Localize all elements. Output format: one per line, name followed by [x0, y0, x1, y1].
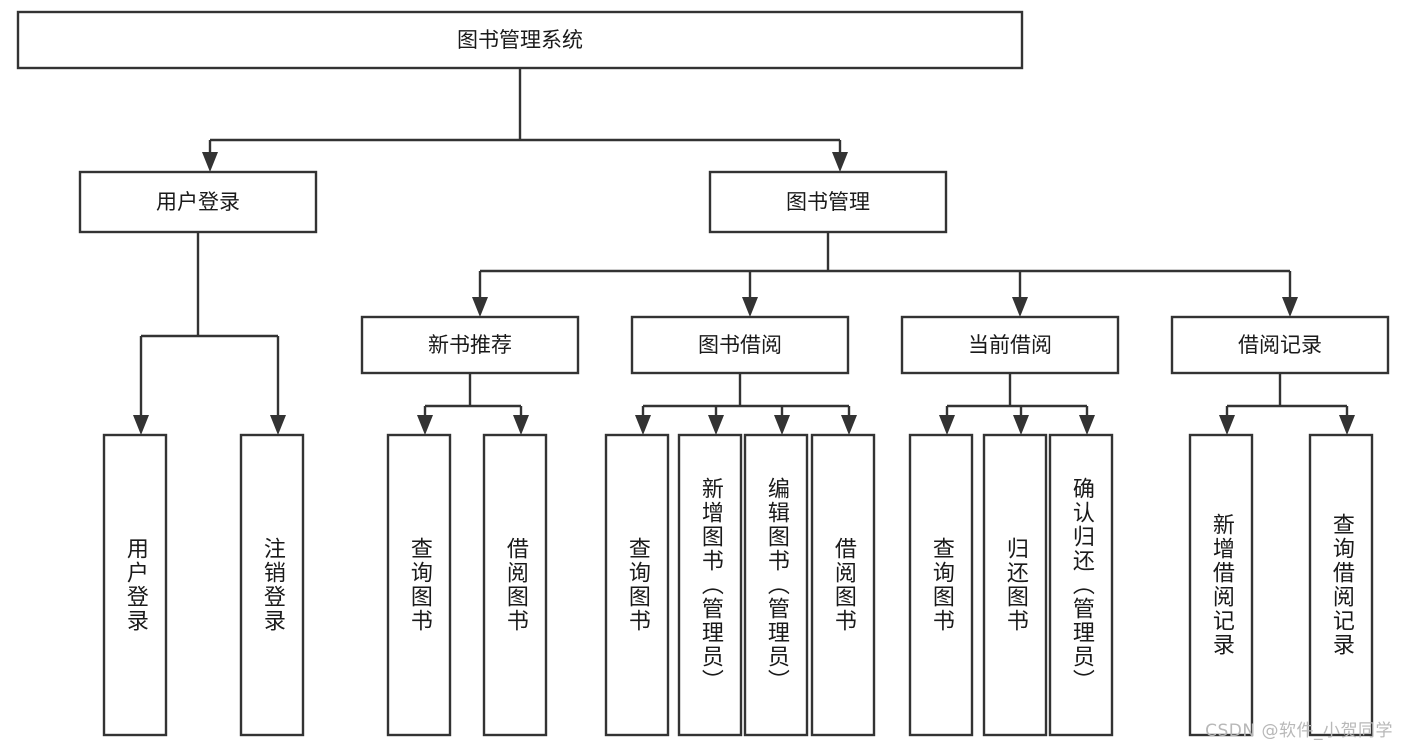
level3-borrow-records-arrowhead	[1282, 297, 1298, 317]
title-label: 图书管理系统	[457, 28, 583, 52]
leaf-7-arrowhead	[841, 415, 857, 435]
book-borrow-node[interactable]: 图书借阅	[630, 315, 850, 375]
level2-user-login-arrowhead	[202, 152, 218, 172]
leaf-query-book-borrow-node[interactable]	[604, 433, 670, 737]
leaf-6-arrowhead	[774, 415, 790, 435]
leaf-4-arrowhead	[635, 415, 651, 435]
leaf-query-book-current-node[interactable]	[908, 433, 974, 737]
leaf-add-book-admin-box	[677, 433, 743, 737]
level3-current-borrow-arrowhead	[1012, 297, 1028, 317]
leaf-2-arrowhead	[417, 415, 433, 435]
leaf-11-arrowhead	[1219, 415, 1235, 435]
user-login-box	[78, 170, 318, 234]
leaf-borrow-book-box	[810, 433, 876, 737]
title-node[interactable]: 图书管理系统	[16, 10, 1024, 70]
current-borrow-node[interactable]: 当前借阅	[900, 315, 1120, 375]
leaf-9-arrowhead	[1013, 415, 1029, 435]
leaf-borrow-book-node[interactable]	[810, 433, 876, 737]
leaf-confirm-return-admin-node[interactable]	[1048, 433, 1114, 737]
book-management-node[interactable]: 图书管理	[708, 170, 948, 234]
leaf-0-arrowhead	[133, 415, 149, 435]
leaf-8-arrowhead	[939, 415, 955, 435]
leaf-add-borrow-record-node[interactable]	[1188, 433, 1254, 737]
leaf-user-login-node[interactable]	[102, 433, 168, 737]
book-borrow-box	[630, 315, 850, 375]
leaf-query-borrow-record-node[interactable]	[1308, 433, 1374, 737]
leaf-confirm-return-admin-box	[1048, 433, 1114, 737]
level2-book-management-arrowhead	[832, 152, 848, 172]
leaf-3-arrowhead	[513, 415, 529, 435]
watermark-text: CSDN @软件_小贺同学	[1205, 721, 1393, 741]
leaf-query-book-recommend-node[interactable]	[386, 433, 452, 737]
leaf-add-book-admin-node[interactable]	[677, 433, 743, 737]
leaf-query-borrow-record-box	[1308, 433, 1374, 737]
leaf-edit-book-admin-node[interactable]	[743, 433, 809, 737]
title-box	[16, 10, 1024, 70]
leaf-query-book-borrow-box	[604, 433, 670, 737]
leaf-12-arrowhead	[1339, 415, 1355, 435]
borrow-records-box	[1170, 315, 1390, 375]
leaf-logout-login-box	[239, 433, 305, 737]
leaf-1-arrowhead	[270, 415, 286, 435]
leaf-edit-book-admin-box	[743, 433, 809, 737]
leaf-query-book-current-box	[908, 433, 974, 737]
leaf-add-borrow-record-box	[1188, 433, 1254, 737]
book-management-label: 图书管理	[786, 190, 870, 214]
leaf-return-book-box	[982, 433, 1048, 737]
borrow-records-label: 借阅记录	[1238, 333, 1322, 357]
current-borrow-label: 当前借阅	[968, 333, 1052, 357]
leaf-5-arrowhead	[708, 415, 724, 435]
new-book-recommend-box	[360, 315, 580, 375]
book-management-box	[708, 170, 948, 234]
leaf-return-book-node[interactable]	[982, 433, 1048, 737]
user-login-label: 用户登录	[156, 190, 240, 214]
new-book-recommend-label: 新书推荐	[428, 333, 512, 357]
new-book-recommend-node[interactable]: 新书推荐	[360, 315, 580, 375]
book-borrow-label: 图书借阅	[698, 333, 782, 357]
edges-layer	[133, 68, 1355, 435]
leaf-borrow-book-recommend-node[interactable]	[482, 433, 548, 737]
leaf-10-arrowhead	[1079, 415, 1095, 435]
leaf-user-login-box	[102, 433, 168, 737]
borrow-records-node[interactable]: 借阅记录	[1170, 315, 1390, 375]
leaf-query-book-recommend-box	[386, 433, 452, 737]
leaf-logout-login-node[interactable]	[239, 433, 305, 737]
level3-book-borrow-arrowhead	[742, 297, 758, 317]
leaf-borrow-book-recommend-box	[482, 433, 548, 737]
user-login-node[interactable]: 用户登录	[78, 170, 318, 234]
level3-new-book-recommend-arrowhead	[472, 297, 488, 317]
current-borrow-box	[900, 315, 1120, 375]
